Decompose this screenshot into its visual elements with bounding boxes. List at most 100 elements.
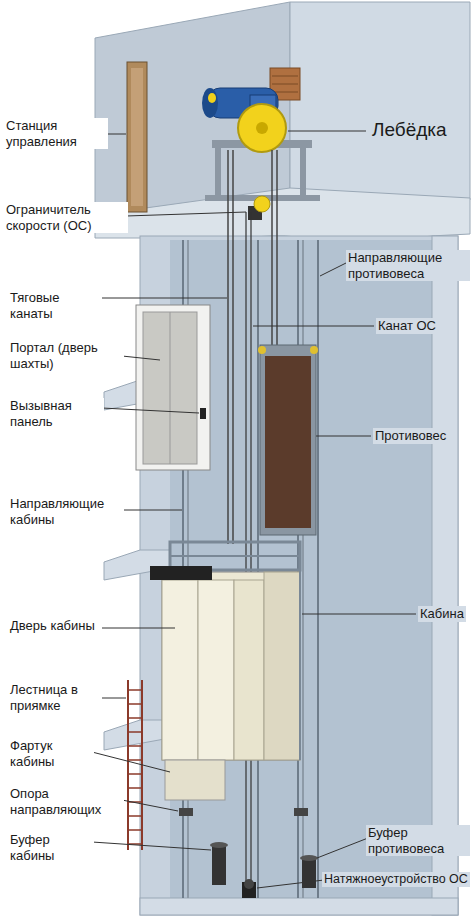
illustration-part bbox=[300, 148, 306, 196]
illustration-part bbox=[179, 808, 193, 816]
illustration-part bbox=[202, 88, 218, 118]
part-label: Вызывная панель bbox=[8, 398, 104, 429]
illustration-part bbox=[126, 212, 246, 216]
illustration-part bbox=[294, 808, 308, 816]
shaft-door bbox=[136, 305, 210, 470]
illustration-part bbox=[128, 689, 142, 691]
buffers bbox=[210, 842, 318, 898]
illustration-part bbox=[302, 858, 316, 888]
part-label: Фартук кабины bbox=[8, 738, 94, 769]
illustration-part bbox=[256, 122, 268, 134]
part-label: Кабина bbox=[418, 606, 466, 622]
illustration-part bbox=[302, 240, 304, 898]
illustration-part bbox=[128, 703, 142, 705]
illustration-part bbox=[254, 196, 270, 212]
illustration-part bbox=[272, 92, 298, 93]
illustration-part bbox=[92, 752, 170, 772]
illustration-part bbox=[234, 580, 264, 760]
illustration-part bbox=[131, 68, 143, 206]
illustration-part bbox=[162, 572, 300, 760]
illustration-part bbox=[244, 879, 254, 889]
illustration-part bbox=[128, 731, 142, 733]
illustration-part bbox=[320, 262, 348, 276]
illustration-part bbox=[272, 76, 298, 77]
illustration-part bbox=[432, 236, 458, 915]
control-station bbox=[127, 62, 147, 212]
part-label: Противовес bbox=[373, 428, 448, 444]
illustration-part bbox=[100, 698, 126, 699]
illustration-part bbox=[316, 436, 371, 437]
part-label: Тяговые канаты bbox=[8, 290, 102, 321]
illustration-part bbox=[215, 148, 221, 196]
illustration-part bbox=[302, 614, 416, 615]
illustration-part bbox=[170, 312, 171, 464]
part-label: Направляющие противовеса bbox=[346, 250, 470, 281]
illustration-part bbox=[317, 240, 319, 898]
part-label: Лестница в приямке bbox=[8, 682, 102, 713]
illustration-part bbox=[272, 84, 298, 85]
machine-room bbox=[95, 2, 470, 250]
illustration-part bbox=[128, 773, 142, 775]
illustration-part bbox=[140, 236, 458, 915]
illustration-part bbox=[264, 572, 300, 760]
part-label: Портал (дверь шахты) bbox=[8, 340, 124, 371]
part-label: Канат ОС bbox=[376, 318, 438, 334]
illustration-part bbox=[212, 845, 226, 885]
leader-lines bbox=[92, 131, 416, 888]
illustration-part bbox=[127, 680, 129, 850]
illustration-part bbox=[95, 2, 290, 215]
part-label: Опора направляющих bbox=[8, 786, 124, 817]
winch bbox=[202, 88, 320, 201]
illustration-part bbox=[317, 838, 368, 858]
illustration-part bbox=[162, 580, 198, 760]
part-label: Буфер кабины bbox=[8, 832, 94, 863]
illustration-part bbox=[299, 542, 301, 760]
part-label: Натяжноеустройство ОС bbox=[322, 872, 470, 887]
cabin bbox=[150, 542, 300, 800]
illustration-part bbox=[100, 298, 227, 299]
illustration-part bbox=[200, 408, 206, 419]
illustration-part bbox=[288, 131, 366, 132]
illustration-part bbox=[208, 93, 216, 103]
illustration-part bbox=[245, 212, 246, 884]
illustration-part bbox=[128, 829, 142, 831]
illustration-part bbox=[258, 346, 266, 354]
illustration-part bbox=[257, 880, 324, 888]
illustration-part bbox=[271, 150, 273, 347]
part-label: Дверь кабины bbox=[8, 618, 102, 634]
illustration-part bbox=[128, 815, 142, 817]
illustration-part bbox=[140, 898, 458, 915]
illustration-part bbox=[260, 345, 316, 535]
part-label: Направляющие кабины bbox=[8, 496, 124, 527]
shaft bbox=[104, 236, 458, 915]
illustration-part bbox=[143, 312, 197, 464]
illustration-part bbox=[122, 356, 160, 360]
illustration-part bbox=[136, 305, 210, 470]
pit-ladder bbox=[128, 680, 142, 850]
illustration-part bbox=[128, 745, 142, 747]
illustration-part bbox=[265, 356, 311, 528]
part-label: Лебёдка bbox=[370, 119, 449, 142]
illustration-part bbox=[92, 842, 211, 850]
illustration-part bbox=[250, 212, 251, 884]
illustration-part bbox=[232, 150, 234, 544]
illustration-part bbox=[128, 787, 142, 789]
illustration-part bbox=[150, 566, 212, 580]
illustration-part bbox=[310, 346, 318, 354]
illustration-part bbox=[102, 408, 199, 413]
illustration-part bbox=[276, 150, 278, 347]
part-label: Станция управления bbox=[4, 118, 108, 149]
illustration-part bbox=[170, 555, 300, 557]
illustration-part bbox=[227, 150, 229, 544]
illustration-part bbox=[127, 62, 147, 212]
illustration-part bbox=[198, 580, 234, 760]
illustration-part bbox=[128, 717, 142, 719]
illustration-part bbox=[210, 842, 228, 848]
illustration-part bbox=[122, 510, 182, 511]
illustration-part bbox=[253, 326, 374, 327]
counterweight bbox=[258, 345, 318, 535]
illustration-part bbox=[290, 2, 470, 200]
illustration-part bbox=[104, 720, 170, 750]
part-label: Ограничитель скорости (ОС) bbox=[4, 202, 128, 233]
illustration-part bbox=[128, 759, 142, 761]
